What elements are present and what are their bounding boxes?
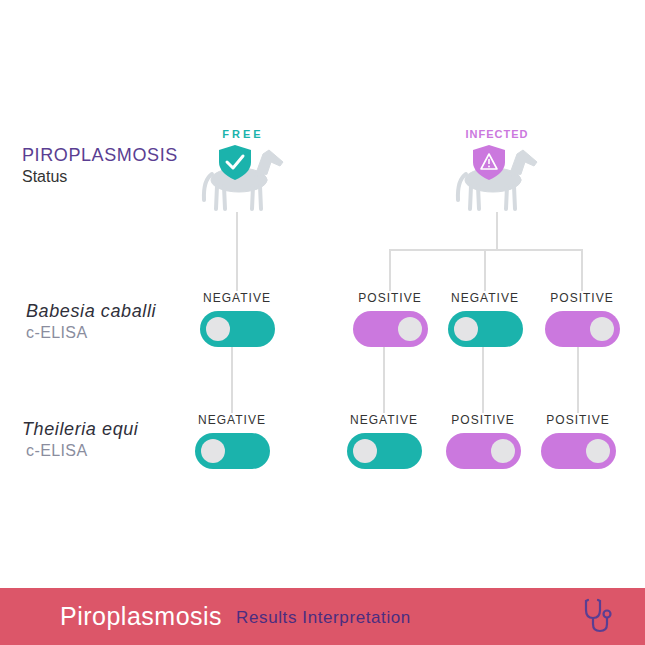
horse-leg	[478, 186, 479, 209]
result-label: NEGATIVE	[203, 291, 271, 305]
warning-triangle	[481, 154, 497, 169]
shield	[219, 145, 251, 180]
check-mark	[227, 156, 243, 168]
toggle-track	[200, 311, 275, 347]
horse-leg	[216, 186, 217, 209]
result-label: NEGATIVE	[198, 413, 266, 427]
result-toggle: POSITIVE	[353, 291, 428, 347]
status-horse: INFECTED	[447, 128, 547, 212]
toggle-track	[347, 433, 422, 469]
horse-leg	[514, 186, 515, 209]
connector	[497, 212, 582, 291]
result-label: NEGATIVE	[350, 413, 418, 427]
result-toggle: NEGATIVE	[195, 413, 270, 469]
horse-tail	[204, 174, 212, 200]
connector	[383, 347, 385, 413]
horse-leg	[260, 186, 261, 209]
horse-neck	[255, 150, 283, 176]
status-label: FREE	[193, 128, 293, 140]
warning-bar	[488, 159, 490, 164]
horse-leg	[506, 186, 507, 209]
horse-leg	[470, 186, 471, 209]
toggle-knob	[586, 439, 610, 463]
horse-neck	[509, 150, 537, 176]
result-label: POSITIVE	[451, 413, 514, 427]
toggle-track	[446, 433, 521, 469]
row-label: PIROPLASMOSIS	[22, 145, 178, 166]
toggle-knob	[206, 317, 230, 341]
footer-band: Piroplasmosis Results Interpretation	[0, 588, 645, 645]
horse-leg	[252, 186, 253, 209]
toggle-track	[545, 311, 620, 347]
toggle-track	[353, 311, 428, 347]
band-subtitle: Results Interpretation	[236, 605, 411, 628]
toggle-knob	[201, 439, 225, 463]
result-toggle: NEGATIVE	[200, 291, 275, 347]
result-label: POSITIVE	[546, 413, 609, 427]
toggle-knob	[491, 439, 515, 463]
toggle-knob	[454, 317, 478, 341]
connector	[390, 212, 497, 291]
horse-leg	[224, 186, 225, 209]
result-toggle: POSITIVE	[446, 413, 521, 469]
horse-tail	[458, 174, 466, 200]
horse-illustration	[447, 128, 547, 212]
row-label: c-ELISA	[26, 324, 88, 342]
result-toggle: POSITIVE	[545, 291, 620, 347]
connector	[577, 347, 579, 413]
toggle-knob	[590, 317, 614, 341]
connector	[485, 212, 497, 291]
connector	[482, 347, 484, 413]
result-label: POSITIVE	[550, 291, 613, 305]
toggle-knob	[353, 439, 377, 463]
result-label: NEGATIVE	[451, 291, 519, 305]
connector	[231, 347, 233, 413]
warning-dot	[488, 166, 490, 168]
result-label: POSITIVE	[358, 291, 421, 305]
toggle-knob	[398, 317, 422, 341]
band-title: Piroplasmosis	[60, 602, 222, 631]
row-label: c-ELISA	[26, 442, 88, 460]
row-label: Theileria equi	[22, 419, 138, 440]
shield	[473, 145, 505, 180]
result-toggle: NEGATIVE	[448, 291, 523, 347]
stethoscope-icon	[578, 596, 618, 636]
horse-illustration	[193, 128, 293, 212]
row-label: Babesia caballi	[26, 301, 156, 322]
toggle-track	[195, 433, 270, 469]
status-horse: FREE	[193, 128, 293, 212]
result-toggle: POSITIVE	[541, 413, 616, 469]
toggle-track	[541, 433, 616, 469]
status-label: INFECTED	[447, 128, 547, 140]
toggle-track	[448, 311, 523, 347]
connector	[236, 212, 238, 291]
result-toggle: NEGATIVE	[347, 413, 422, 469]
row-label: Status	[22, 168, 67, 186]
